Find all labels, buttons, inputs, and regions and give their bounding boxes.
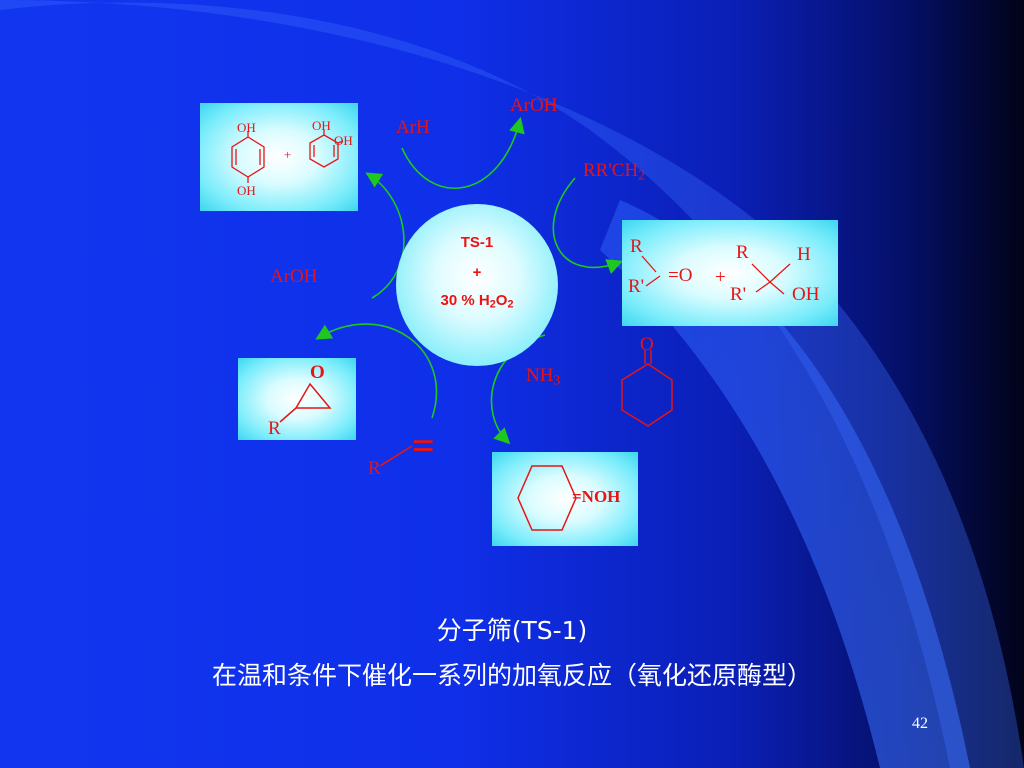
oxime-noh: =NOH bbox=[572, 487, 621, 506]
epoxide-r: R bbox=[268, 418, 281, 439]
epoxide-oxygen: O bbox=[310, 362, 325, 383]
oxime-ring bbox=[517, 465, 577, 531]
arrow-arh-to-aroh bbox=[401, 116, 525, 189]
alkene-r: R bbox=[368, 458, 381, 479]
plus-sign: + bbox=[715, 267, 726, 288]
alkene-double-bond: = bbox=[412, 423, 435, 468]
catalyst-plus: + bbox=[472, 264, 482, 281]
phenol-oh-label: OH bbox=[312, 118, 331, 133]
reactant-nh3: NH3 bbox=[526, 365, 561, 388]
catalyst-name: TS-1 bbox=[460, 234, 494, 251]
phenol-oh-label: OH bbox=[334, 133, 353, 148]
carbonyl-oxygen: =O bbox=[668, 265, 693, 286]
alcohol-r-prime: R' bbox=[730, 284, 747, 305]
catalyst-circle: TS-1 + 30 % H2O2 bbox=[396, 204, 558, 366]
reactant-rrch2: RR'CH2 bbox=[583, 160, 646, 183]
product-box-epoxide: O R bbox=[238, 358, 356, 440]
product-box-oxime: =NOH bbox=[492, 452, 638, 546]
product-box-phenols: OH OH OH OH + bbox=[200, 103, 358, 211]
plus-sign: + bbox=[284, 147, 292, 162]
catalyst-oxidant: 30 % H2O2 bbox=[440, 292, 514, 311]
product-aroh-top: ArOH bbox=[510, 95, 558, 116]
alcohol-oh: OH bbox=[792, 284, 820, 305]
carbonyl-r-prime: R' bbox=[628, 276, 645, 297]
page-number: 42 bbox=[912, 715, 928, 732]
phenol-oh-label: OH bbox=[237, 120, 256, 135]
carbonyl-alcohol-bonds bbox=[641, 255, 791, 295]
epoxide-ring bbox=[279, 382, 332, 423]
caption-title: 分子筛(TS-1) bbox=[436, 616, 588, 645]
alcohol-h: H bbox=[797, 244, 811, 265]
reactant-aroh-left: ArOH bbox=[270, 266, 318, 287]
alcohol-r: R bbox=[736, 242, 749, 263]
reactant-arh: ArH bbox=[396, 117, 430, 138]
cyclohexanone-oxygen: O bbox=[640, 334, 654, 355]
phenol-oh-label: OH bbox=[237, 183, 256, 198]
arrow-alkene-to-epoxide bbox=[315, 323, 438, 419]
product-box-carbonyl-alcohol: R R' =O + R H R' OH bbox=[622, 220, 838, 326]
caption-subtitle: 在温和条件下催化一系列的加氧反应（氧化还原酶型） bbox=[211, 661, 812, 690]
arrow-rrch2-to-carbonyl bbox=[552, 177, 623, 275]
carbonyl-r: R bbox=[630, 236, 643, 257]
hydroquinone-ring bbox=[231, 130, 344, 183]
arrow-aroh-to-phenols bbox=[365, 172, 405, 299]
